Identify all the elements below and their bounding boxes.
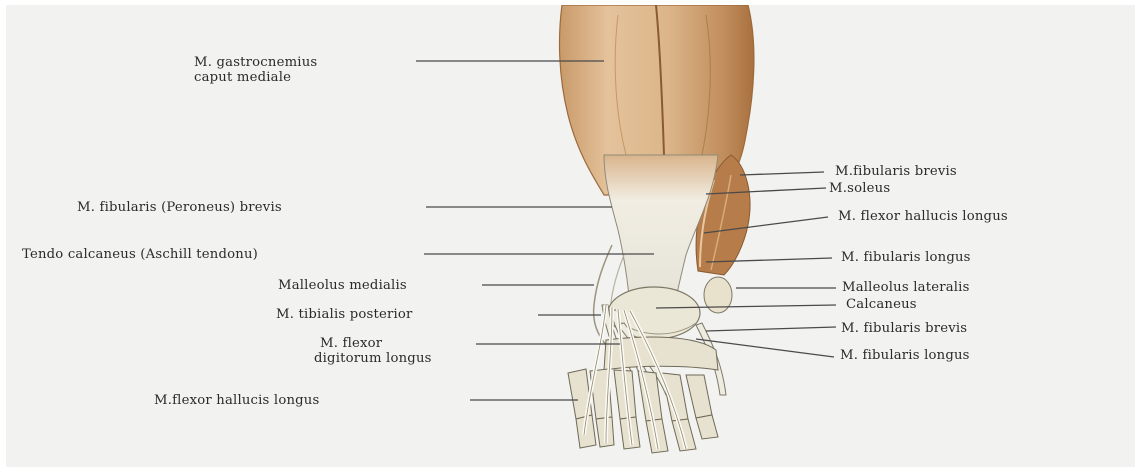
label-tendo-calcaneus: Tendo calcaneus (Aschill tendonu) (22, 247, 258, 262)
label-soleus: M.soleus (829, 181, 890, 196)
label-fibularis-brevis-bottom: M. fibularis brevis (841, 321, 967, 336)
label-flexor-hallucis-right: M. flexor hallucis longus (838, 209, 1008, 224)
label-fibularis-longus-top: M. fibularis longus (841, 250, 971, 265)
label-fibularis-peroneus-brevis: M. fibularis (Peroneus) brevis (77, 200, 282, 215)
label-flexor-hallucis-left: M.flexor hallucis longus (154, 393, 319, 408)
label-malleolus-lateralis: Malleolus lateralis (842, 280, 970, 295)
anatomy-figure: M. gastrocnemius caput mediale M. fibula… (6, 5, 1135, 467)
label-flexor-digitorum: M. flexor digitorum longus (314, 336, 432, 366)
label-calcaneus: Calcaneus (846, 297, 917, 312)
label-fibularis-longus-bottom: M. fibularis longus (840, 348, 970, 363)
label-gastrocnemius: M. gastrocnemius caput mediale (194, 55, 317, 85)
label-malleolus-medialis: Malleolus medialis (278, 278, 407, 293)
label-tibialis-posterior: M. tibialis posterior (276, 307, 413, 322)
label-fibularis-brevis-top: M.fibularis brevis (835, 164, 957, 179)
